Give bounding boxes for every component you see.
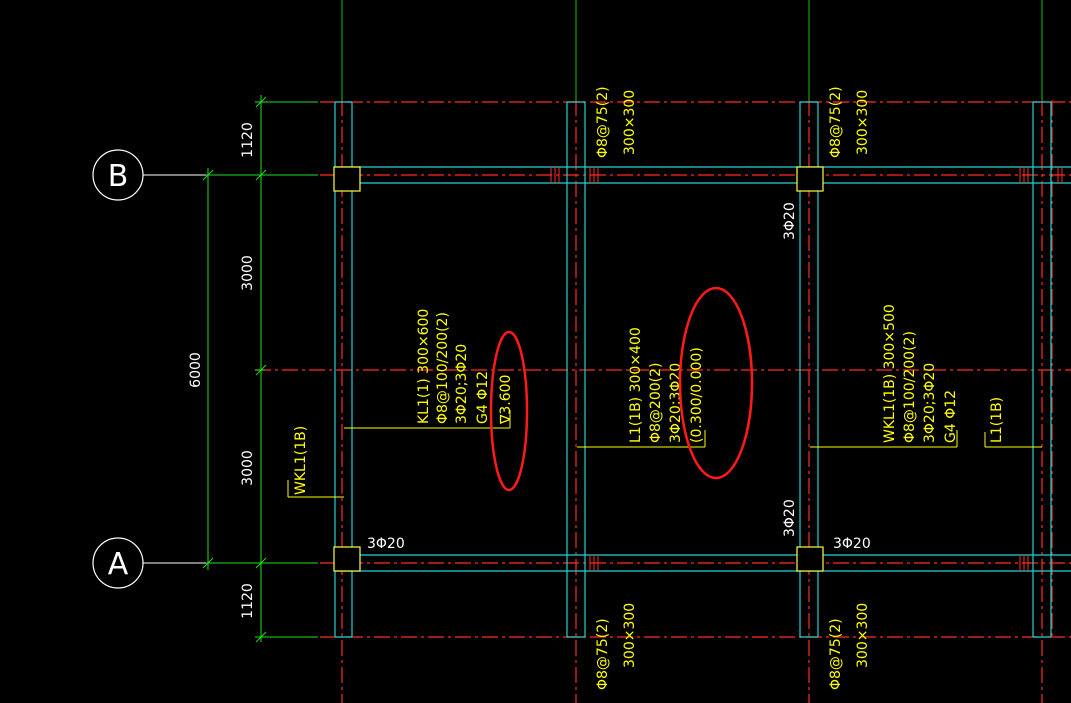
- column-a3: [796, 546, 824, 572]
- axis-label-a: A: [108, 547, 129, 582]
- column-b1: [333, 166, 361, 192]
- axis-bubbles: B A: [92, 149, 206, 589]
- dim-tick: [255, 557, 267, 569]
- label-l1mid-line2: Φ8@200(2): [648, 363, 664, 443]
- dim-tick: [255, 631, 267, 643]
- dim-text-mid-upper: 3000: [240, 255, 256, 291]
- label-l1mid-line4: (0.300/0.000): [689, 347, 705, 443]
- rebar-marks: [550, 167, 1063, 571]
- axis-lines: [255, 100, 1071, 703]
- label-col-top-2-line1: Φ8@75(2): [828, 86, 844, 158]
- label-kl1-line1: KL1(1) 300×600: [416, 309, 432, 424]
- dim-text-top: 1120: [240, 122, 256, 158]
- dim-tick: [255, 96, 267, 108]
- axis-bubble-b: [92, 149, 144, 201]
- dim-text-mid-lower: 3000: [240, 450, 256, 486]
- label-wkl-right-line4: G4 Φ12: [943, 390, 959, 443]
- highlight-markers: [489, 286, 754, 492]
- label-col-bot-1-line1: Φ8@75(2): [595, 618, 611, 690]
- label-wkl-right-line2: Φ8@100/200(2): [902, 331, 918, 443]
- label-col-bot-1-line2: 300×300: [622, 603, 638, 668]
- rebar-texts: 3Φ20 3Φ20 3Φ20 3Φ20: [367, 202, 871, 552]
- label-col-top-1-line2: 300×300: [622, 90, 638, 155]
- label-rebar-upper: 3Φ20: [782, 202, 798, 240]
- label-rebar-right-a: 3Φ20: [833, 536, 871, 552]
- leader-lines: [287, 410, 1042, 498]
- dim-text-total: 6000: [188, 352, 204, 388]
- label-col-top-2-line2: 300×300: [855, 90, 871, 155]
- label-kl1-line5: ∇3.600: [498, 375, 514, 425]
- label-rebar-lower: 3Φ20: [782, 499, 798, 537]
- dim-tick: [202, 169, 214, 181]
- columns: [333, 166, 824, 572]
- column-b3: [796, 166, 824, 192]
- dimension-lines: [202, 95, 318, 643]
- dimension-texts: 1120 3000 6000 3000 1120: [188, 122, 256, 619]
- label-kl1-line3: 3Φ20;3Φ20: [454, 344, 470, 424]
- column-a1: [333, 546, 361, 572]
- label-kl1-line2: Φ8@100/200(2): [435, 312, 451, 424]
- axis-label-b: B: [108, 159, 129, 194]
- axis-bubble-a: [92, 537, 144, 589]
- dim-text-bottom: 1120: [240, 583, 256, 619]
- dim-tick: [202, 557, 214, 569]
- label-col-bot-2-line1: Φ8@75(2): [828, 618, 844, 690]
- label-col-top-1-line1: Φ8@75(2): [595, 86, 611, 158]
- highlight-ellipse-offset: [678, 286, 754, 480]
- label-l1-right: L1(1B): [989, 397, 1005, 443]
- label-rebar-left-a: 3Φ20: [367, 536, 405, 552]
- dim-tick: [255, 364, 267, 376]
- label-wkl-right-line3: 3Φ20;3Φ20: [922, 363, 938, 443]
- beam-annotations: WKL1(1B) KL1(1) 300×600 Φ8@100/200(2) 3Φ…: [293, 86, 1005, 690]
- label-l1mid-line1: L1(1B) 300×400: [628, 327, 644, 443]
- dim-tick: [255, 169, 267, 181]
- top-stubs: [341, 0, 1043, 100]
- label-col-bot-2-line2: 300×300: [855, 603, 871, 668]
- label-kl1-line4: G4 Φ12: [475, 371, 491, 424]
- highlight-ellipse-elevation: [489, 330, 529, 492]
- label-wkl-left: WKL1(1B): [293, 426, 309, 495]
- label-wkl-right-line1: WKL1(1B) 300×500: [882, 304, 898, 443]
